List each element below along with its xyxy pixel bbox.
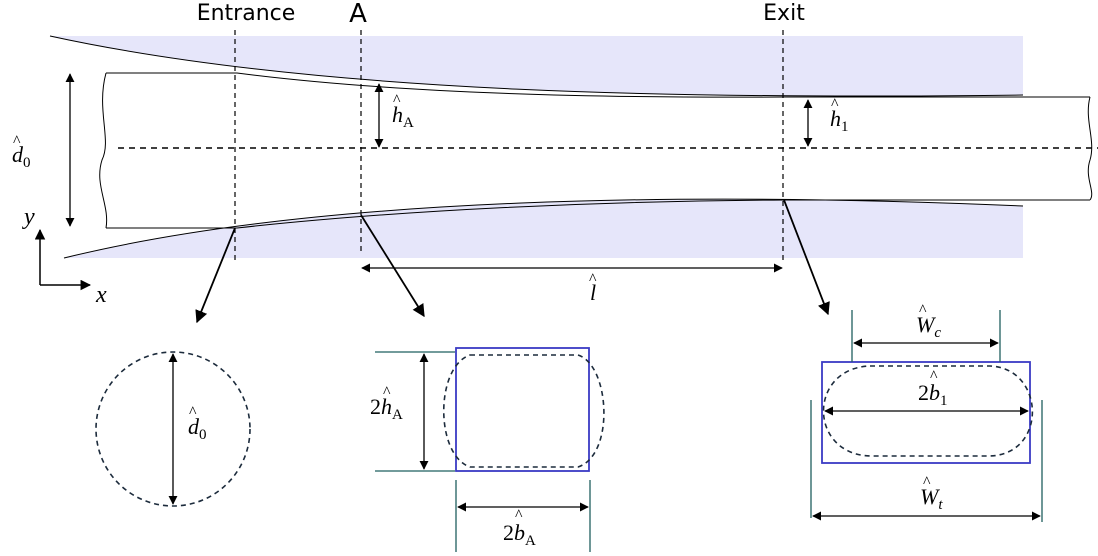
jet-lower-edge — [106, 199, 1090, 229]
d0-side-hat: ^ — [13, 133, 21, 150]
d0-side-label: d0 — [12, 142, 31, 171]
exit-label: Exit — [763, 1, 805, 26]
entrance-leader-arrow — [195, 227, 236, 324]
hA-top-label: hA — [392, 102, 414, 131]
2b1-hat: ^ — [930, 368, 938, 385]
entrance-cross-section — [95, 351, 251, 507]
entrance-label: Entrance — [197, 1, 296, 26]
a-cross-section-shape — [443, 354, 605, 468]
x-axis-label: x — [95, 282, 107, 308]
Wc-hat: ^ — [919, 302, 927, 319]
jet-outlet-wavy-edge — [1087, 96, 1093, 201]
h1-top-hat: ^ — [831, 96, 839, 113]
l-label: l — [590, 280, 596, 305]
jet-upper-edge — [106, 72, 1090, 98]
exit-cross-section-shape — [822, 365, 1034, 457]
exit-leader-arrow — [783, 199, 830, 316]
a-label: A — [349, 0, 367, 29]
Wt-hat: ^ — [923, 474, 931, 491]
2bA-hat: ^ — [515, 507, 523, 524]
Wt-label: Wt — [920, 484, 943, 513]
lower-wall-edge — [63, 198, 1024, 259]
a-leader-arrow — [360, 214, 425, 318]
jet-inlet-wavy-edge — [99, 72, 108, 229]
d0-circle-hat: ^ — [189, 404, 197, 421]
2b1-label: 2b1 — [918, 380, 948, 409]
h1-top-label: h1 — [830, 106, 849, 135]
2bA-label: 2bA — [503, 520, 536, 549]
d0-circle-label: d0 — [188, 414, 207, 443]
2hA-label: 2hA — [370, 394, 403, 423]
hA-top-hat: ^ — [393, 92, 401, 109]
2hA-hat: ^ — [383, 384, 391, 401]
upper-wall — [50, 36, 1023, 97]
l-hat: ^ — [589, 271, 597, 288]
upper-wall-edge — [49, 35, 1024, 97]
lower-wall — [64, 199, 1023, 258]
a-cross-section-rect — [455, 347, 590, 472]
exit-cross-section-rect — [821, 361, 1031, 464]
y-axis-label: y — [22, 204, 35, 230]
Wc-label: Wc — [916, 312, 941, 341]
